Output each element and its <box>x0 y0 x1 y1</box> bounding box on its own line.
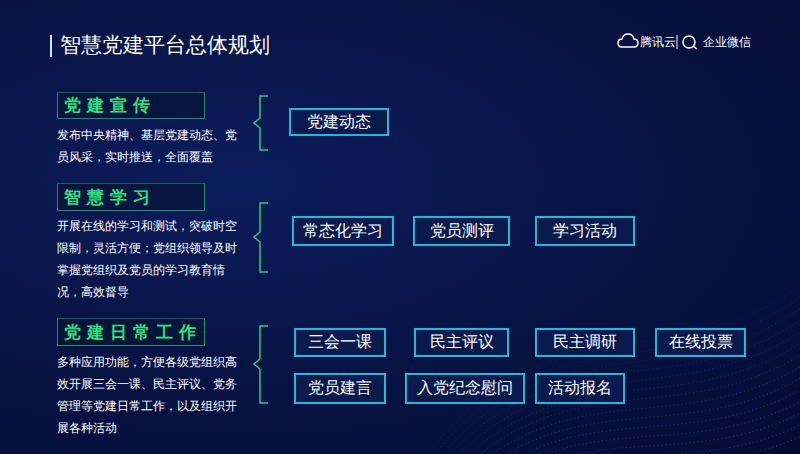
wave-line <box>430 414 800 454</box>
function-name: 入党纪念慰问 <box>417 378 513 399</box>
logo-separator <box>677 35 678 49</box>
wave-line <box>430 354 800 454</box>
function-box: 入党纪念慰问 <box>405 373 525 404</box>
wave-line <box>430 402 800 454</box>
section-heading-box: 党 建 日 常 工 作 <box>57 318 205 346</box>
function-box: 党建动态 <box>289 108 389 136</box>
function-name: 在线投票 <box>669 332 733 353</box>
function-box: 民主评议 <box>414 328 509 357</box>
function-box: 党员建言 <box>294 373 386 404</box>
function-box: 常态化学习 <box>292 216 394 246</box>
function-box: 在线投票 <box>655 328 746 357</box>
logo-text: 腾讯云 <box>640 34 676 50</box>
section-heading-box: 智 慧 学 习 <box>57 183 205 211</box>
bracket <box>254 203 268 272</box>
function-box: 三会一课 <box>294 328 386 357</box>
wave-line <box>430 426 800 454</box>
function-name: 党员建言 <box>308 378 372 399</box>
function-name: 民主调研 <box>553 332 617 353</box>
section-description: 开展在线的学习和测试，突破时空限制，灵活方便；党组织领导及时掌握党组织及党员的学… <box>57 215 237 303</box>
cloud-icon <box>618 34 638 47</box>
function-name: 民主评议 <box>430 332 494 353</box>
function-name: 活动报名 <box>548 378 612 399</box>
wave-line <box>430 282 800 454</box>
section-description: 多种应用功能，方便各级党组织高效开展三会一课、民主评议、党务管理等党建日常工作，… <box>57 351 237 439</box>
section-heading: 智 慧 学 习 <box>64 186 150 209</box>
section-heading: 党 建 宣 传 <box>64 94 150 117</box>
function-name: 党员测评 <box>430 221 494 242</box>
title: 智慧党建平台总体规划 <box>60 31 270 59</box>
function-name: 党建动态 <box>307 112 371 133</box>
logo-text: 企业微信 <box>703 34 751 50</box>
section-description: 发布中央精神、基层党建动态、党员风采，实时推送，全面覆盖 <box>57 124 237 168</box>
bracket <box>254 326 268 403</box>
chat-icon-tail <box>693 46 697 49</box>
function-name: 学习活动 <box>553 221 617 242</box>
section-heading-box: 党 建 宣 传 <box>57 92 205 119</box>
title-bar <box>50 35 52 57</box>
function-box: 民主调研 <box>535 328 635 357</box>
bracket <box>254 96 268 150</box>
wave-line <box>430 270 800 450</box>
section-heading: 党 建 日 常 工 作 <box>64 321 196 344</box>
function-box: 活动报名 <box>535 373 625 404</box>
function-name: 常态化学习 <box>303 221 383 242</box>
function-box: 学习活动 <box>535 216 635 246</box>
wave-texture <box>430 270 800 454</box>
function-name: 三会一课 <box>308 332 372 353</box>
function-box: 党员测评 <box>413 216 510 246</box>
